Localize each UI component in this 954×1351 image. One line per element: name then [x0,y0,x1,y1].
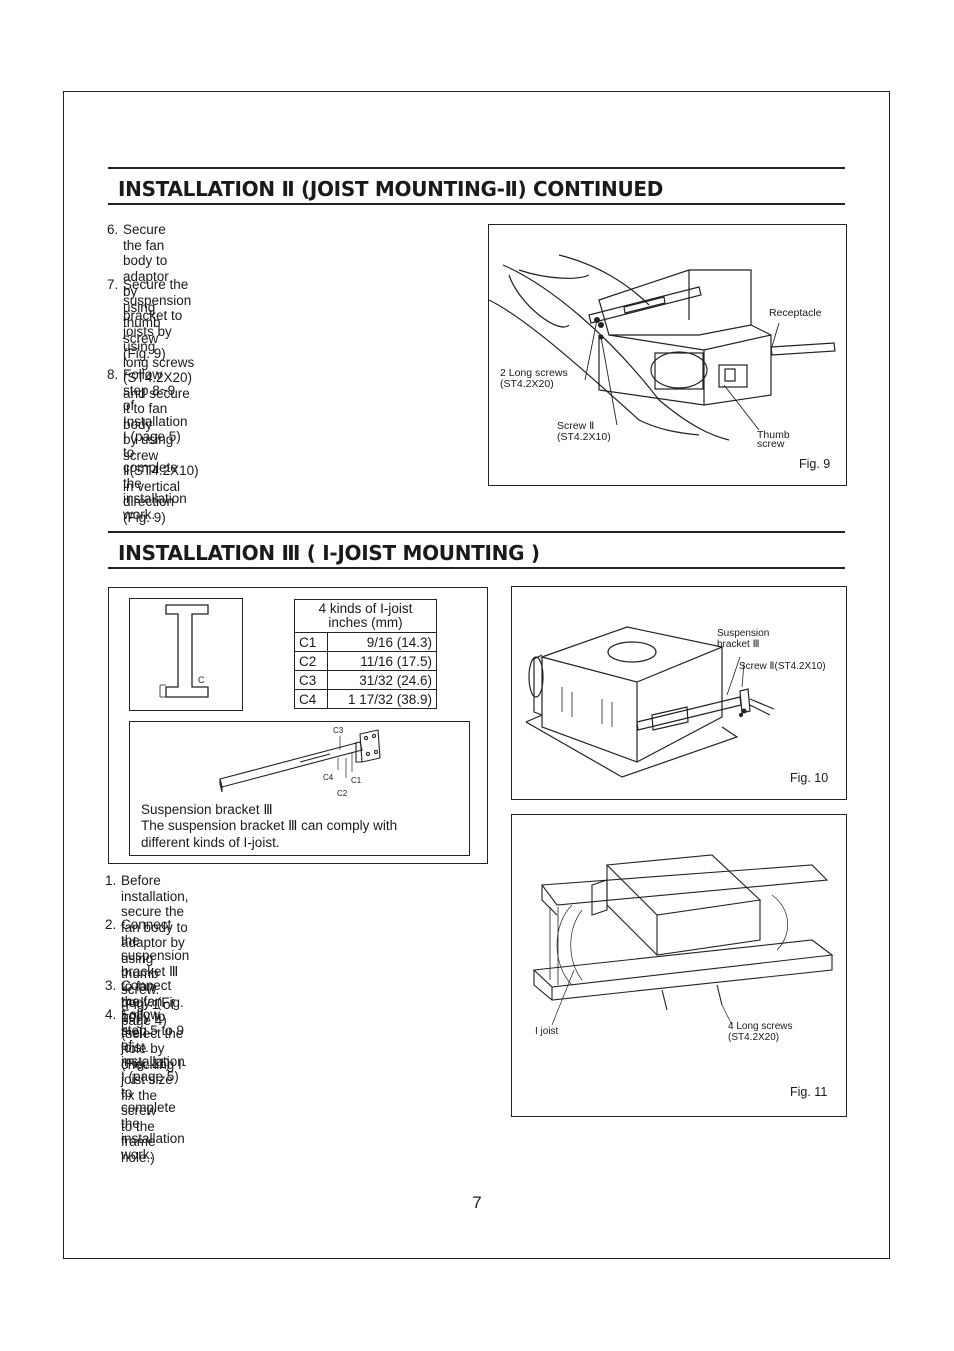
table-cell-code: C3 [294,670,328,690]
section-header-i-joist-mounting: INSTALLATION Ⅲ ( I-JOIST MOUNTING ) [108,531,845,569]
step-text: Follow step 8~9 of Installation I (page … [123,367,188,522]
step-number: 3. [105,978,117,993]
step-text: Follow step 5 to 9 of installation I (pa… [121,1007,185,1162]
section-header-joist-mounting: INSTALLATION Ⅱ (JOIST MOUNTING-Ⅱ) CONTIN… [108,167,845,205]
table-cell-value: 9/16 (14.3) [327,632,437,652]
step-text: Before installation, secure the fan body… [121,873,189,1028]
fan-joist-illustration [489,254,836,441]
i-joist-profile: C [129,598,243,711]
step-number: 6. [107,222,119,237]
c4-label: C4 [323,773,334,782]
table-header-row: 4 kinds of I-joist inches (mm) [294,599,437,633]
c1-label: C1 [351,776,362,785]
bracket-label: Suspension bracket Ⅲ [717,628,770,650]
table-cell-value: 1 17/32 (38.9) [327,689,437,709]
table-cell-code: C1 [294,632,328,652]
step-text: Secure the suspension bracket to joists … [123,277,199,525]
i-joist-info-panel: C 4 kinds of I-joist inches (mm) C1 9/16… [108,587,488,864]
table-row: C2 11/16 (17.5) [294,651,437,671]
table-cell-value: 11/16 (17.5) [327,651,437,671]
receptacle-label: Receptacle [769,307,822,319]
table-cell-code: C4 [294,689,328,709]
step-number: 8. [107,367,119,382]
page-frame [63,91,890,1259]
long-screws-label: 2 Long screws (ST4.2X20) [500,367,568,390]
i-joist-label: I joist [535,1026,559,1037]
section-title: INSTALLATION Ⅲ ( I-JOIST MOUNTING ) [118,541,540,565]
bracket-caption-title: Suspension bracket Ⅲ [141,802,273,817]
step-text: Connect the suspension bracket Ⅲ to fan … [121,917,190,1165]
table-header: 4 kinds of I-joist inches (mm) [294,599,437,633]
figure-11: I joist 4 Long screws (ST4.2X20) Fig. 11 [511,814,847,1117]
step-number: 4. [105,1007,117,1022]
figure-caption: Fig. 11 [790,1085,828,1099]
suspension-bracket-panel: C3 C4 C1 C2 Suspension bracket Ⅲ The sus… [129,721,470,856]
long-screws-label: 4 Long screws (ST4.2X20) [728,1021,793,1043]
c3-label: C3 [333,726,344,735]
table-row: C1 9/16 (14.3) [294,632,437,652]
screw-label: Screw Ⅱ(ST4.2X10) [739,661,826,672]
i-joist-size-table: 4 kinds of I-joist inches (mm) C1 9/16 (… [294,599,437,709]
page-number: 7 [472,1193,482,1212]
table-row: C3 31/32 (24.6) [294,670,437,690]
table-row: C4 1 17/32 (38.9) [294,689,437,709]
fan-i-joist-illustration [532,854,834,1026]
step-number: 1. [105,873,117,888]
c2-label: C2 [337,789,348,798]
suspension-bracket-icon [219,729,381,793]
bracket-caption-text: The suspension bracket Ⅲ can comply with… [141,818,398,850]
figure-10: Suspension bracket Ⅲ Screw Ⅱ(ST4.2X10) F… [511,586,847,800]
figure-9: Receptacle 2 Long screws (ST4.2X20) Scre… [488,224,847,486]
fan-bracket-illustration [525,626,775,778]
flange-label: C [198,675,205,685]
figure-caption: Fig. 10 [790,771,829,785]
section-title: INSTALLATION Ⅱ (JOIST MOUNTING-Ⅱ) CONTIN… [118,177,664,201]
step-number: 2. [105,917,117,932]
thumb-screw-label: Thumb screw [757,429,790,450]
screw-2-label: Screw Ⅱ (ST4.2X10) [557,420,611,443]
step-text: Secure the fan body to adaptor by using … [123,222,169,361]
i-joist-profile-icon [159,604,209,698]
step-number: 7. [107,277,119,292]
step-text: Connect the fan body to the I-joist. (Fi… [121,978,172,1071]
table-cell-value: 31/32 (24.6) [327,670,437,690]
table-cell-code: C2 [294,651,328,671]
figure-caption: Fig. 9 [799,457,831,471]
